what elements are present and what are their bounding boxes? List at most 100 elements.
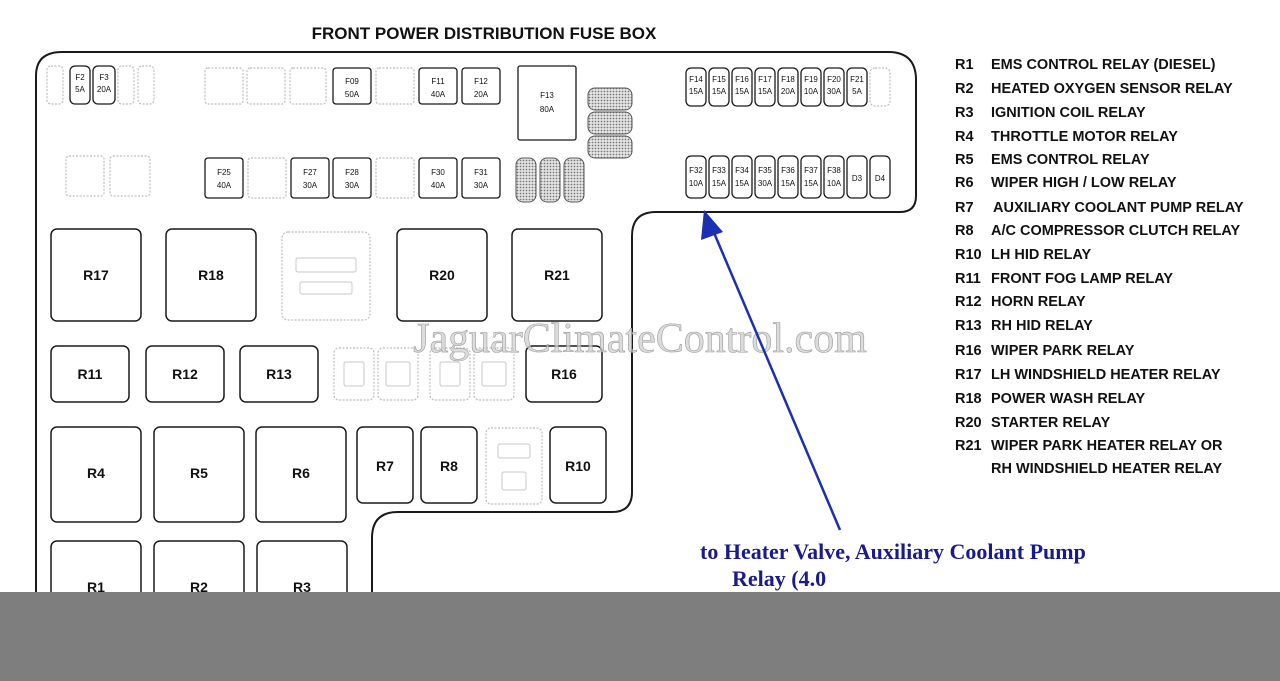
relay-R10: R10 [549, 426, 607, 504]
annotation-line-1: to Heater Valve, Auxiliary Coolant Pump [700, 539, 1086, 564]
fuse-rating: 10A [827, 179, 842, 188]
fuse-F16: F16 15A [731, 67, 753, 107]
pointer-arrow [701, 210, 842, 531]
legend-code: R2 [955, 81, 974, 97]
fuse-id: F30 [431, 168, 445, 177]
relay-label: R10 [565, 458, 591, 474]
relay-R7: R7 [356, 426, 414, 504]
relay-label: R16 [551, 366, 577, 382]
legend-code: R12 [955, 294, 982, 310]
legend-code: R1 [955, 57, 974, 73]
relay-R8: R8 [420, 426, 478, 504]
fuse-id: F38 [827, 166, 841, 175]
fuse-rating: 5A [852, 87, 862, 96]
relay-label: R2 [190, 579, 208, 595]
legend-text: FRONT FOG LAMP RELAY [991, 271, 1173, 287]
unused-slot-details [295, 257, 531, 491]
fuse-F21: F21 5A [846, 67, 868, 107]
legend-text: HORN RELAY [991, 294, 1086, 310]
fuse-id: F19 [804, 75, 818, 84]
fuse-id: F2 [75, 73, 85, 82]
fuse-rating: 15A [735, 87, 750, 96]
legend-code: R11 [955, 271, 981, 287]
legend-code: R21 [955, 438, 982, 454]
fuse-F19: F19 10A [800, 67, 822, 107]
fuse-rating: 30A [345, 181, 360, 190]
fuse-F31: F31 30A [461, 157, 501, 199]
relay-label: R17 [83, 267, 109, 283]
fuse-id: F32 [689, 166, 703, 175]
fuse-id: F3 [99, 73, 109, 82]
fuse-id: F37 [804, 166, 818, 175]
fuse-F18: F18 20A [777, 67, 799, 107]
relay-label: R18 [198, 267, 224, 283]
legend-text: RH HID RELAY [991, 318, 1093, 334]
fuse-id: F31 [474, 168, 488, 177]
relay-label: R4 [87, 465, 105, 481]
fuse-id: F35 [758, 166, 772, 175]
svg-text:R8A/C COMPRESSOR CLUTCH RELAY: R8 A/C COMPRESSOR CLUTCH RELAY [955, 223, 1241, 239]
relay-R20: R20 [396, 228, 488, 322]
fuse-rating: 15A [804, 179, 819, 188]
fuse-rating: 40A [431, 181, 446, 190]
fuse-rating: 30A [303, 181, 318, 190]
relay-R18: R18 [165, 228, 257, 322]
legend-code: R4 [955, 129, 974, 145]
fuse-id: F28 [345, 168, 359, 177]
relay-label: R20 [429, 267, 455, 283]
legend-code: R3 [955, 105, 974, 121]
relay-label: R5 [190, 465, 208, 481]
legend-text: A/C COMPRESSOR CLUTCH RELAY [991, 223, 1241, 239]
fuse-rating: 15A [781, 179, 796, 188]
legend-code: R8 [955, 223, 974, 239]
diode-D3: D3 [846, 155, 868, 199]
diagram-title: FRONT POWER DISTRIBUTION FUSE BOX [312, 24, 657, 43]
fuse-F37: F37 15A [800, 155, 822, 199]
fuse-rating: 40A [431, 90, 446, 99]
fuse-id: F25 [217, 168, 231, 177]
fuse-F35: F35 30A [754, 155, 776, 199]
fuse-id: F14 [689, 75, 703, 84]
legend-code: R7 [955, 200, 974, 216]
legend-text: POWER WASH RELAY [991, 391, 1145, 407]
fuse-rating: 80A [540, 105, 555, 114]
fuse-rating: 50A [345, 90, 360, 99]
fuse-F32: F32 10A [685, 155, 707, 199]
fuse-F34: F34 15A [731, 155, 753, 199]
fuse-id: D3 [852, 174, 863, 183]
fuse-F12: F12 20A [461, 67, 501, 105]
fuse-F17: F17 15A [754, 67, 776, 107]
relay-R4: R4 [50, 426, 142, 523]
fuse-id: F27 [303, 168, 317, 177]
fuse-id: F16 [735, 75, 749, 84]
fuse-rating: 15A [712, 87, 727, 96]
fuse-rating: 20A [781, 87, 796, 96]
relay-label: R12 [172, 366, 198, 382]
legend-text: WIPER HIGH / LOW RELAY [991, 175, 1177, 191]
fuse-id: D4 [875, 174, 886, 183]
fuse-rating: 15A [758, 87, 773, 96]
fuse-id: F18 [781, 75, 795, 84]
legend-text: LH HID RELAY [991, 247, 1091, 263]
legend-code: R6 [955, 175, 974, 191]
fuse-F33: F33 15A [708, 155, 730, 199]
fuse-id: F12 [474, 77, 488, 86]
unused-slots [46, 65, 891, 505]
fuse-id: F17 [758, 75, 772, 84]
fuse-F36: F36 15A [777, 155, 799, 199]
relay-R11: R11 [50, 345, 130, 403]
relay-R12: R12 [145, 345, 225, 403]
footer-overlay-bar [0, 592, 1280, 681]
fuse-rating: 15A [712, 179, 727, 188]
fuse-F20: F20 30A [823, 67, 845, 107]
